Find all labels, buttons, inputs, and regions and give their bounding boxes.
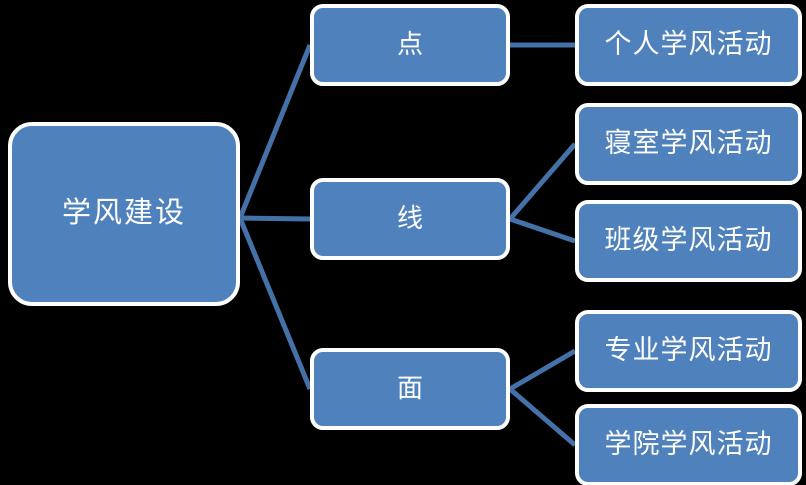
node-branch-dian-label: 点	[396, 29, 423, 59]
connector-xian-to-qinshi	[508, 142, 577, 221]
node-branch-mian[interactable]: 面	[310, 348, 510, 430]
node-root[interactable]: 学风建设	[8, 122, 240, 306]
node-branch-xian[interactable]: 线	[310, 178, 510, 260]
node-leaf-geren-label: 个人学风活动	[604, 29, 773, 60]
connector-root-to-dian	[237, 44, 313, 219]
node-leaf-banji-label: 班级学风活动	[604, 225, 773, 256]
node-leaf-geren[interactable]: 个人学风活动	[575, 4, 802, 86]
connector-xian-to-banji	[509, 216, 576, 244]
node-leaf-banji[interactable]: 班级学风活动	[575, 200, 802, 282]
connector-mian-to-xueyuan	[508, 387, 577, 447]
connector-root-to-xian	[239, 215, 311, 222]
node-leaf-xueyuan[interactable]: 学院学风活动	[575, 404, 802, 485]
node-branch-dian[interactable]: 点	[310, 4, 510, 86]
node-root-label: 学风建设	[61, 197, 186, 230]
connector-mian-to-zhuanye	[508, 348, 577, 392]
node-leaf-xueyuan-label: 学院学风活动	[604, 429, 773, 460]
node-leaf-zhuanye[interactable]: 专业学风活动	[575, 310, 802, 392]
node-leaf-zhuanye-label: 专业学风活动	[604, 335, 773, 366]
connector-root-to-mian	[237, 217, 313, 390]
node-branch-mian-label: 面	[396, 373, 423, 403]
node-branch-xian-label: 线	[396, 203, 423, 233]
node-leaf-qinshi-label: 寝室学风活动	[604, 128, 773, 159]
node-leaf-qinshi[interactable]: 寝室学风活动	[575, 103, 802, 185]
